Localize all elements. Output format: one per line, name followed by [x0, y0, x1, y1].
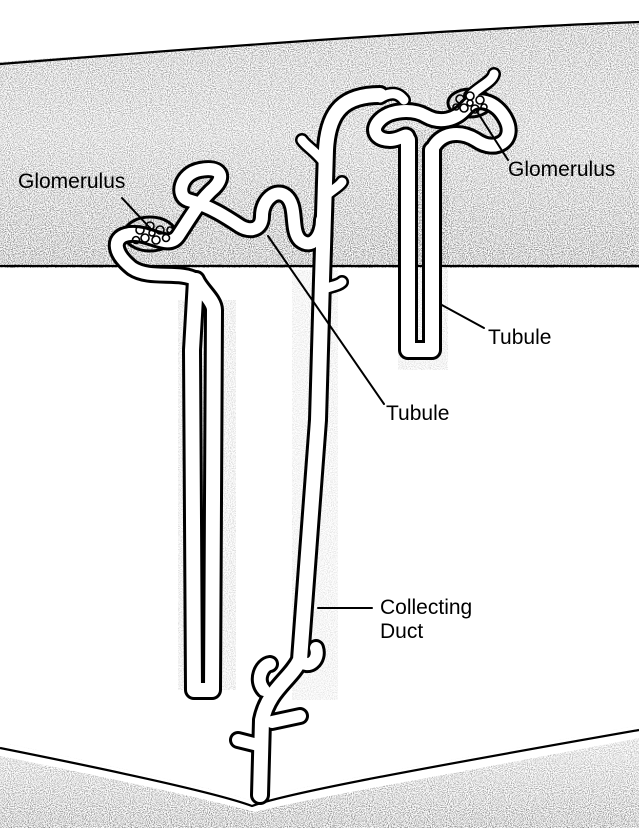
glomerulus-right-label: Glomerulus [508, 158, 615, 181]
tubule-center-label: Tubule [386, 402, 449, 425]
tubule-right-label: Tubule [488, 326, 551, 349]
collecting-duct-label-line2: Duct [380, 620, 423, 643]
collecting-duct-label-line1: Collecting [380, 596, 472, 619]
papilla-stipple [0, 725, 639, 828]
glomerulus-left-label: Glomerulus [18, 170, 125, 193]
